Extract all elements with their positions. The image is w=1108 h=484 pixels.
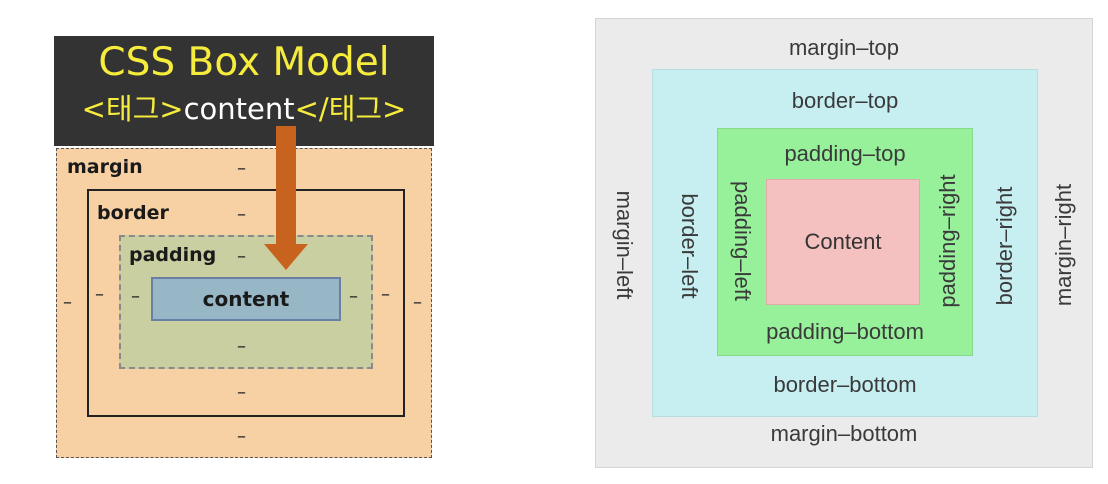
margin-label: margin	[67, 156, 143, 178]
padding-box-area: padding–top padding–bottom padding–left …	[717, 128, 973, 356]
border-box-area: border–top border–bottom border–left bor…	[652, 69, 1038, 417]
content-label: content	[202, 287, 290, 311]
left-diagram-header: CSS Box Model <태그>content</태그>	[54, 36, 434, 146]
padding-bottom-label: padding–bottom	[766, 319, 924, 344]
padding-left-dash: –	[131, 286, 140, 307]
tag-syntax: <태그>content</태그>	[54, 88, 434, 130]
border-top-dash: –	[237, 204, 246, 225]
border-left-label: border–left	[677, 193, 702, 299]
content-area-label: Content	[804, 229, 882, 254]
content-area: Content	[766, 179, 920, 305]
margin-top-label: margin–top	[788, 35, 900, 60]
left-box-model-diagram: CSS Box Model <태그>content</태그> margin – …	[54, 36, 434, 460]
border-right-label: border–right	[992, 186, 1017, 306]
border-left-dash: –	[95, 284, 104, 305]
border-box: border – padding – content – – – – – –	[87, 189, 405, 417]
margin-bottom-dash: –	[237, 426, 246, 447]
arrow-shaft	[276, 126, 296, 246]
tag-open: <태그>	[81, 92, 184, 126]
margin-top-dash: –	[237, 158, 246, 179]
padding-box: padding – content – – –	[119, 235, 373, 369]
padding-right-label: padding–right	[935, 174, 960, 308]
right-box-model-diagram: margin–top margin–bottom margin–left mar…	[595, 18, 1093, 468]
padding-top-dash: –	[237, 246, 246, 267]
padding-right-dash: –	[349, 286, 358, 307]
margin-right-dash: –	[413, 292, 422, 313]
left-diagram-title: CSS Box Model	[98, 40, 390, 85]
margin-left-dash: –	[63, 292, 72, 313]
border-label: border	[97, 202, 169, 224]
margin-right-label: margin–right	[1051, 183, 1076, 307]
tag-content: content	[183, 92, 295, 126]
padding-bottom-dash: –	[237, 336, 246, 357]
padding-label: padding	[129, 244, 217, 266]
arrow-down-icon	[264, 244, 308, 270]
border-bottom-label: border–bottom	[773, 372, 917, 397]
border-right-dash: –	[381, 284, 390, 305]
padding-top-label: padding–top	[784, 141, 906, 166]
left-diagram-body: margin – border – padding – content – – …	[54, 146, 434, 460]
margin-left-label: margin–left	[612, 190, 637, 300]
padding-left-label: padding–left	[730, 181, 755, 301]
margin-bottom-label: margin–bottom	[770, 421, 918, 446]
margin-box: margin – border – padding – content – – …	[56, 148, 432, 458]
tag-close: </태그>	[294, 92, 407, 126]
content-box: content	[151, 277, 341, 321]
border-bottom-dash: –	[237, 382, 246, 403]
border-top-label: border–top	[791, 88, 899, 113]
